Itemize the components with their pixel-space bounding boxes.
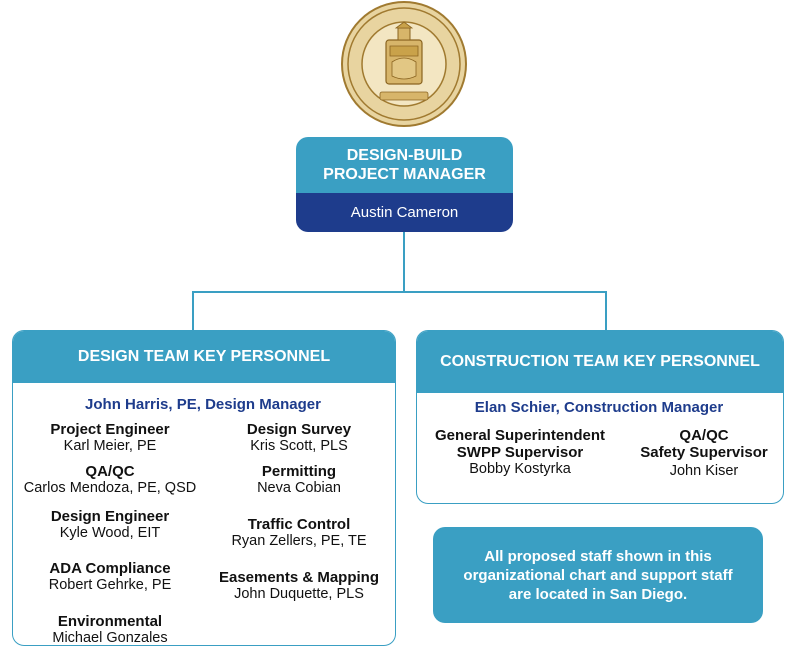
role-design-survey: Design Survey Kris Scott, PLS: [208, 421, 390, 455]
role-project-engineer: Project Engineer Karl Meier, PE: [20, 421, 200, 455]
project-manager-name: Austin Cameron: [296, 193, 513, 232]
role-title: Project Engineer: [50, 421, 170, 438]
role-title: QA/QC: [85, 463, 135, 480]
role-name: Kris Scott, PLS: [250, 438, 348, 454]
role-title: Easements & Mapping: [218, 569, 380, 586]
note-line-1: All proposed staff shown in this: [484, 547, 712, 565]
role-qaqc: QA/QC Carlos Mendoza, PE, QSD: [20, 463, 200, 497]
staff-location-note: All proposed staff shown in this organiz…: [433, 527, 763, 623]
pm-title-line2: PROJECT MANAGER: [323, 166, 486, 183]
role-environmental: Environmental Michael Gonzales: [20, 613, 200, 647]
role-title-2: SWPP Supervisor: [456, 444, 584, 461]
note-line-3: are located in San Diego.: [508, 585, 688, 603]
role-title: Traffic Control: [247, 516, 351, 533]
role-general-superintendent: General Superintendent SWPP Supervisor B…: [420, 427, 620, 478]
role-name: Ryan Zellers, PE, TE: [231, 533, 367, 549]
role-name: Michael Gonzales: [52, 630, 168, 646]
construction-manager: Elan Schier, Construction Manager: [474, 399, 724, 416]
role-title: ADA Compliance: [49, 560, 171, 577]
connector-horizontal: [192, 291, 607, 293]
role-name: Bobby Kostyrka: [469, 461, 571, 477]
role-permitting: Permitting Neva Cobian: [208, 463, 390, 497]
role-easements-mapping: Easements & Mapping John Duquette, PLS: [208, 569, 390, 603]
role-title: Permitting: [261, 463, 337, 480]
role-title: Design Engineer: [50, 508, 170, 525]
design-manager: John Harris, PE, Design Manager: [85, 396, 321, 413]
design-team-panel: DESIGN TEAM KEY PERSONNEL: [12, 330, 396, 646]
connector-construction: [605, 291, 607, 331]
role-name: John Kiser: [669, 463, 739, 479]
project-manager-title: DESIGN-BUILD PROJECT MANAGER: [296, 137, 513, 193]
role-design-engineer: Design Engineer Kyle Wood, EIT: [20, 508, 200, 542]
role-name: Kyle Wood, EIT: [59, 525, 161, 541]
role-traffic-control: Traffic Control Ryan Zellers, PE, TE: [208, 516, 390, 550]
role-name: Carlos Mendoza, PE, QSD: [23, 480, 197, 496]
project-manager-box: DESIGN-BUILD PROJECT MANAGER Austin Came…: [296, 137, 513, 232]
connector-design: [192, 291, 194, 331]
pm-title-line1: DESIGN-BUILD: [346, 147, 463, 164]
role-title-2: Safety Supervisor: [640, 444, 768, 461]
role-title: QA/QC: [679, 427, 729, 444]
note-line-2: organizational chart and support staff: [463, 566, 733, 584]
role-name: Robert Gehrke, PE: [48, 577, 172, 593]
role-ada-compliance: ADA Compliance Robert Gehrke, PE: [20, 560, 200, 594]
construction-team-panel: CONSTRUCTION TEAM KEY PERSONNEL: [416, 330, 784, 504]
role-title: General Superintendent: [434, 427, 606, 444]
construction-team-heading: CONSTRUCTION TEAM KEY PERSONNEL: [417, 331, 783, 393]
role-title: Design Survey: [246, 421, 352, 438]
city-seal-logo: [340, 0, 468, 128]
role-name: Karl Meier, PE: [63, 438, 157, 454]
role-name: Neva Cobian: [257, 480, 341, 496]
role-qaqc-safety: QA/QC Safety Supervisor John Kiser: [628, 427, 780, 480]
connector-pm-down: [403, 232, 405, 292]
design-team-heading: DESIGN TEAM KEY PERSONNEL: [13, 331, 395, 383]
role-name: John Duquette, PLS: [234, 586, 364, 602]
role-title: Environmental: [57, 613, 163, 630]
